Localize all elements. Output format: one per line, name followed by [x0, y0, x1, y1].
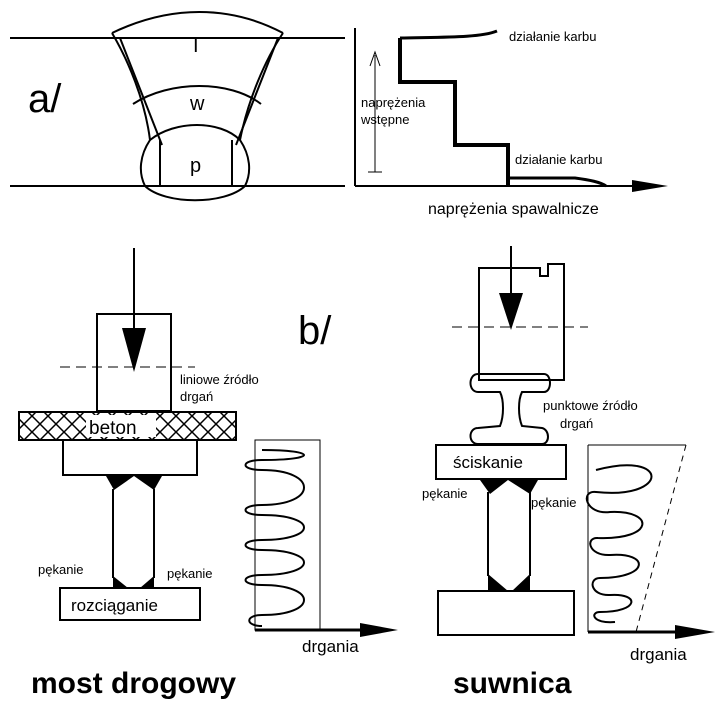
bridge-load-arrowhead: [122, 328, 146, 372]
crane-weld-top-right: [508, 480, 538, 494]
x-axis-arrowhead: [632, 180, 668, 192]
bridge-vibration-label: drgania: [302, 637, 359, 656]
crane-weld-bottom-left: [488, 574, 508, 591]
bridge-source-line2: drgań: [180, 389, 213, 404]
crane-rail: [469, 373, 551, 445]
crane-source-line2: drgań: [560, 416, 593, 431]
bridge-load-label: rozciąganie: [71, 596, 158, 615]
road-bridge-structure: [18, 248, 237, 621]
bridge-vibration-arrowhead: [360, 623, 398, 637]
bridge-weld-top-left: [106, 476, 134, 490]
crane-load-arrowhead: [499, 293, 523, 330]
stress-step-curve: [398, 38, 510, 186]
crane-vibration-wave: [585, 464, 653, 624]
crane-vibration-arrowhead: [675, 625, 715, 639]
weld-zone-top-label: I: [193, 35, 199, 57]
crane-title: suwnica: [453, 667, 572, 700]
notch-effect-top-curve: [399, 29, 498, 40]
bridge-crack-left-label: pękanie: [38, 562, 84, 577]
concrete-slab-label: beton: [89, 418, 137, 439]
notch-effect-bottom-label: działanie karbu: [515, 152, 602, 167]
bridge-title: most drogowy: [31, 667, 236, 700]
crane-crack-left-label: pękanie: [422, 486, 468, 501]
bridge-vibration-plot: [244, 439, 398, 637]
bridge-crack-right-label: pękanie: [167, 566, 213, 581]
bridge-weld-top-right: [134, 476, 162, 490]
crane-vibration-plot: [585, 444, 715, 639]
crane-vibration-label: drgania: [630, 645, 687, 664]
weld-zone-bottom-label: p: [190, 155, 201, 177]
weld-cross-section: [10, 11, 345, 202]
part-a-marker: a/: [28, 77, 62, 121]
notch-effect-top-label: działanie karbu: [509, 29, 596, 44]
prestress-label-line2: wstępne: [360, 112, 409, 127]
stress-graph: [354, 28, 668, 192]
weld-zone-middle-label: w: [189, 93, 205, 115]
crane-structure: [435, 246, 588, 636]
crane-weld-top-left: [480, 480, 508, 494]
crane-source-line1: punktowe źródło: [543, 398, 638, 413]
part-b-marker: b/: [298, 309, 332, 353]
bridge-vibration-wave: [244, 449, 305, 627]
crane-crack-right-label: pękanie: [531, 495, 577, 510]
notch-effect-bottom-curve: [508, 176, 607, 188]
welding-stress-label: naprężenia spawalnicze: [428, 201, 599, 218]
bridge-weld-bottom-left: [113, 576, 128, 588]
crane-weld-bottom-right: [512, 574, 530, 591]
bridge-weld-bottom-right: [140, 576, 154, 588]
bridge-source-line1: liniowe źródło: [180, 372, 259, 387]
crane-load-label: ściskanie: [453, 453, 523, 472]
prestress-label-line1: naprężenia: [361, 95, 426, 110]
